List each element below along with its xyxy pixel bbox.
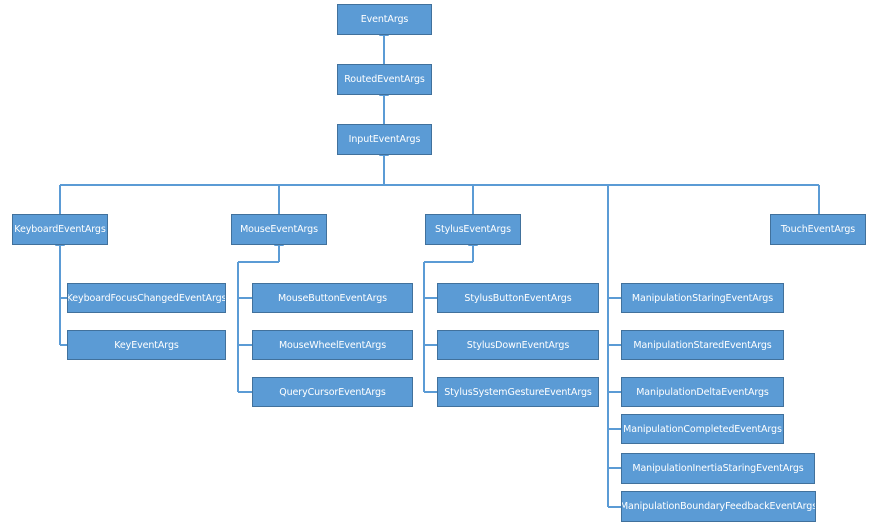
node-manipulation-stared-eventargs: ManipulationStaredEventArgs (621, 330, 784, 360)
node-stylus-eventargs: StylusEventArgs (425, 214, 521, 245)
node-input-eventargs: InputEventArgs (337, 124, 432, 155)
node-manipulation-staring-eventargs: ManipulationStaringEventArgs (621, 283, 784, 313)
node-mouse-button-eventargs: MouseButtonEventArgs (252, 283, 413, 313)
node-keyboard-focus-changed-eventargs: KeyboardFocusChangedEventArgs (67, 283, 226, 313)
node-routed-eventargs: RoutedEventArgs (337, 64, 432, 95)
node-stylus-down-eventargs: StylusDownEventArgs (437, 330, 599, 360)
node-manipulation-delta-eventargs: ManipulationDeltaEventArgs (621, 377, 784, 407)
node-stylus-button-eventargs: StylusButtonEventArgs (437, 283, 599, 313)
node-manipulation-inertia-staring-eventargs: ManipulationInertiaStaringEventArgs (621, 453, 815, 484)
node-manipulation-boundary-feedback-eventargs: ManipulationBoundaryFeedbackEventArgs (621, 491, 816, 522)
node-touch-eventargs: TouchEventArgs (770, 214, 866, 245)
node-mouse-eventargs: MouseEventArgs (231, 214, 327, 245)
node-eventargs: EventArgs (337, 4, 432, 35)
node-query-cursor-eventargs: QueryCursorEventArgs (252, 377, 413, 407)
node-manipulation-completed-eventargs: ManipulationCompletedEventArgs (621, 414, 784, 444)
node-stylus-system-gesture-eventargs: StylusSystemGestureEventArgs (437, 377, 599, 407)
node-key-eventargs: KeyEventArgs (67, 330, 226, 360)
node-mouse-wheel-eventargs: MouseWheelEventArgs (252, 330, 413, 360)
node-keyboard-eventargs: KeyboardEventArgs (12, 214, 108, 245)
